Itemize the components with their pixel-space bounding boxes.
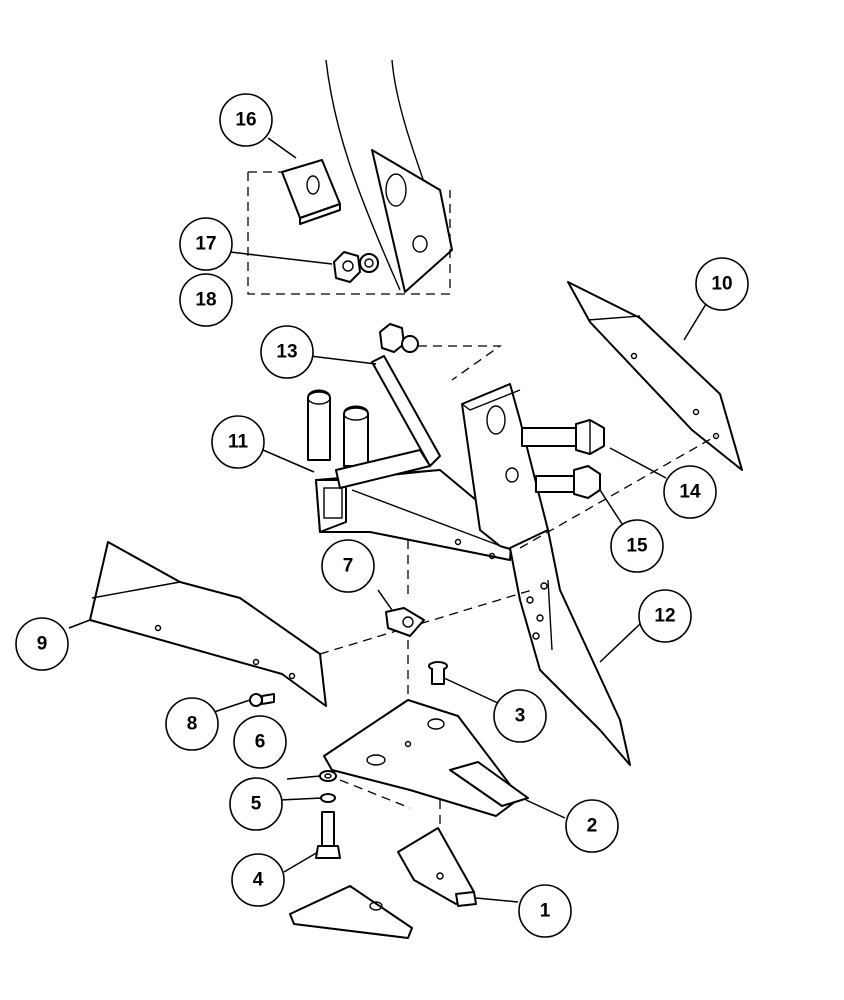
dash-wing-right bbox=[519, 435, 717, 549]
part-14-bolt bbox=[521, 419, 605, 455]
callout-15: 15 bbox=[610, 519, 664, 573]
callout-4: 4 bbox=[231, 853, 285, 907]
part-8-bolt bbox=[249, 693, 275, 707]
callout-5-label: 5 bbox=[251, 794, 262, 815]
dash-wing-left bbox=[319, 589, 533, 655]
callout-1-label: 1 bbox=[540, 901, 551, 922]
part-1-tip bbox=[397, 827, 477, 907]
callout-9: 9 bbox=[15, 617, 69, 671]
part-7-clip-nut bbox=[385, 607, 425, 637]
part-5-lockwasher bbox=[320, 793, 336, 803]
part-16-plate bbox=[281, 159, 341, 225]
callouts: 16 17 18 13 11 10 14 15 7 12 9 8 3 6 5 2… bbox=[15, 93, 749, 938]
part-13-strap bbox=[371, 355, 441, 467]
callout-11-label: 11 bbox=[228, 432, 249, 453]
callout-6-label: 6 bbox=[255, 732, 266, 753]
callout-11: 11 bbox=[211, 415, 265, 469]
callout-2-label: 2 bbox=[587, 816, 598, 837]
callout-6: 6 bbox=[233, 715, 287, 769]
callout-7-label: 7 bbox=[343, 556, 354, 577]
part-wear-point bbox=[289, 885, 413, 939]
callout-10: 10 bbox=[695, 257, 749, 311]
curved-shank-arc bbox=[325, 59, 453, 293]
callout-5: 5 bbox=[229, 777, 283, 831]
callout-14-label: 14 bbox=[679, 482, 701, 503]
callout-1: 1 bbox=[518, 884, 572, 938]
callout-9-label: 9 bbox=[37, 634, 48, 655]
callout-17-label: 17 bbox=[195, 234, 216, 255]
callout-14: 14 bbox=[663, 465, 717, 519]
callout-17: 17 bbox=[179, 217, 233, 271]
callout-2: 2 bbox=[565, 799, 619, 853]
callout-8: 8 bbox=[165, 697, 219, 751]
assembly-dash-box bbox=[247, 172, 451, 295]
part-10-right-wing bbox=[567, 281, 743, 471]
part-nut-upper bbox=[379, 323, 503, 381]
callout-7: 7 bbox=[321, 539, 375, 593]
callout-15-label: 15 bbox=[626, 536, 648, 557]
part-4-bolt bbox=[315, 811, 341, 859]
part-15-bolt bbox=[535, 465, 601, 499]
callout-8-label: 8 bbox=[187, 714, 198, 735]
callout-3-label: 3 bbox=[515, 706, 526, 727]
part-9-left-wing bbox=[89, 541, 327, 707]
callout-18-label: 18 bbox=[195, 290, 216, 311]
callout-12-label: 12 bbox=[654, 606, 675, 627]
callout-10-label: 10 bbox=[711, 274, 732, 295]
callout-13-label: 13 bbox=[276, 342, 297, 363]
part-2-share bbox=[323, 699, 529, 817]
part-6-washer bbox=[319, 770, 337, 782]
callout-13: 13 bbox=[260, 325, 314, 379]
part-3-bolt bbox=[428, 661, 448, 685]
part-11-frame bbox=[307, 389, 513, 561]
part-17-nut bbox=[333, 251, 379, 283]
callout-3: 3 bbox=[493, 689, 547, 743]
callout-12: 12 bbox=[638, 589, 692, 643]
leader-lines bbox=[68, 137, 707, 903]
callout-16: 16 bbox=[219, 93, 273, 147]
callout-4-label: 4 bbox=[253, 870, 264, 891]
callout-18: 18 bbox=[179, 273, 233, 327]
part-12-shank bbox=[461, 383, 631, 766]
callout-16-label: 16 bbox=[235, 110, 256, 131]
